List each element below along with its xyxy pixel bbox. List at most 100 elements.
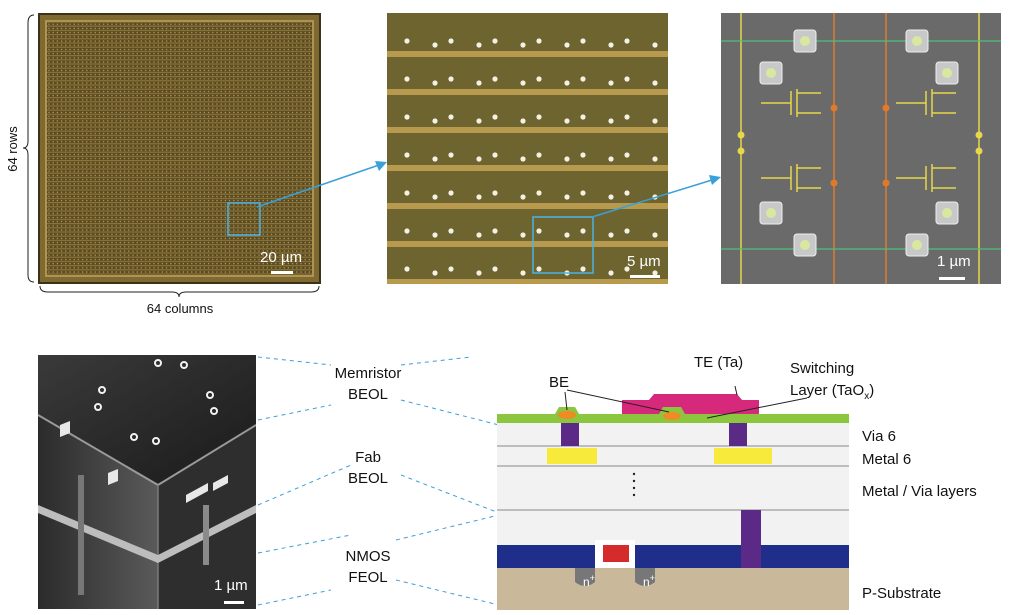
bottom-electrode-left: [558, 411, 576, 419]
cell-dot: [404, 38, 410, 44]
cell-dot: [564, 194, 570, 200]
cell-dot: [492, 114, 498, 120]
row-line: [387, 279, 668, 284]
via6-right: [729, 423, 747, 446]
n-plus-label-1: n+: [583, 573, 595, 589]
cell-dot: [520, 194, 526, 200]
cell-dot: [608, 270, 614, 276]
row-line: [387, 89, 668, 95]
cell-dot: [624, 38, 630, 44]
cell-dot: [492, 76, 498, 82]
via6-label: Via 6: [862, 428, 896, 445]
cell-dot: [476, 80, 482, 86]
cell-dot: [580, 76, 586, 82]
zoom-box-2: [532, 216, 594, 274]
metal6-label: Metal 6: [862, 451, 912, 468]
cell-dot: [476, 156, 482, 162]
pad-center: [800, 36, 810, 46]
row-line: [387, 51, 668, 57]
row-line: [387, 127, 668, 133]
layer-stack-schematic: [497, 385, 849, 610]
cell-dot: [652, 42, 658, 48]
pad-center: [912, 36, 922, 46]
metal6-left: [547, 448, 597, 464]
cell-dot: [404, 152, 410, 158]
cell-dot: [448, 152, 454, 158]
cell-dot: [476, 118, 482, 124]
row-line: [387, 241, 668, 247]
cell-dot: [492, 266, 498, 272]
cell-dot: [448, 38, 454, 44]
array-optical-image: 20 µm: [38, 13, 321, 284]
cell-dot: [520, 270, 526, 276]
sem-circuit-image: 1 µm: [721, 13, 1001, 284]
cell-dot: [476, 194, 482, 200]
cell-dot: [492, 152, 498, 158]
pad-center: [942, 68, 952, 78]
scale-label-1: 20 µm: [260, 249, 302, 266]
cell-dot: [564, 156, 570, 162]
cell-dot: [608, 232, 614, 238]
cell-dot: [580, 190, 586, 196]
cell-dot: [404, 76, 410, 82]
te-label: TE (Ta): [694, 354, 744, 371]
node-orange: [830, 104, 838, 112]
cell-dot: [432, 156, 438, 162]
zoom-arrow-2: [591, 175, 721, 218]
cell-dot: [476, 42, 482, 48]
columns-brace: [39, 285, 320, 298]
cell-dot: [448, 76, 454, 82]
rows-brace: [22, 14, 35, 283]
cell-dot: [624, 228, 630, 234]
memristor-label: Memristor: [334, 365, 402, 382]
cell-dot: [608, 80, 614, 86]
transistor-symbol: [896, 89, 956, 117]
node-orange: [882, 179, 890, 187]
metal-via-layers-label: Metal / Via layers: [862, 483, 977, 500]
cell-dot: [580, 228, 586, 234]
bottom-electrode-right: [663, 412, 681, 420]
cell-dot: [608, 194, 614, 200]
row-line: [387, 203, 668, 209]
sem-image-svg: [721, 13, 1001, 284]
switching-label: Switching: [790, 360, 855, 377]
top-electrode: [622, 394, 759, 414]
cell-dot: [520, 80, 526, 86]
cell-dot: [580, 152, 586, 158]
layer-label: Layer (TaOx): [790, 382, 875, 402]
node-orange: [882, 104, 890, 112]
cell-dot: [608, 42, 614, 48]
cell-dot: [580, 266, 586, 272]
cell-dot: [404, 114, 410, 120]
pad-center: [800, 240, 810, 250]
n-plus-drain: [635, 568, 655, 586]
cell-dot: [624, 114, 630, 120]
pad-center: [942, 208, 952, 218]
zoom-arrow-1: [256, 161, 387, 208]
cell-dot: [536, 38, 542, 44]
scale-bar-1: [271, 271, 293, 274]
cell-dot: [652, 80, 658, 86]
scale-bar-3: [939, 277, 965, 280]
cell-dot: [536, 266, 542, 272]
cell-dot: [492, 228, 498, 234]
cell-dot: [520, 232, 526, 238]
cell-dot: [652, 118, 658, 124]
nmos-layer: [497, 545, 849, 568]
scale-label-3: 1 µm: [937, 253, 971, 270]
cell-dot: [432, 232, 438, 238]
cell-dot: [580, 38, 586, 44]
cell-dot: [580, 114, 586, 120]
cell-dot: [624, 190, 630, 196]
cell-dot: [608, 156, 614, 162]
cell-dot: [652, 156, 658, 162]
cell-dot: [492, 190, 498, 196]
array-image-svg: [38, 13, 321, 284]
cell-dot: [624, 266, 630, 272]
cross-section-svg: [38, 355, 256, 609]
cell-dot: [564, 80, 570, 86]
cell-dot: [520, 156, 526, 162]
cell-dot: [624, 152, 630, 158]
cell-dot: [536, 190, 542, 196]
rows-label: 64 rows: [5, 126, 20, 172]
